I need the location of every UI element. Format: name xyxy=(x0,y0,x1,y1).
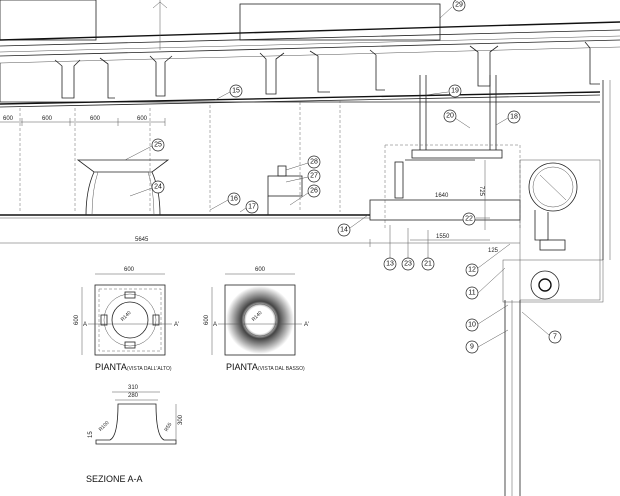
dim-gap-b: 1550 xyxy=(436,234,450,240)
plan1-width: 600 xyxy=(124,267,135,273)
callout-19: 19 xyxy=(425,84,462,98)
svg-text:19: 19 xyxy=(451,88,459,95)
svg-text:28: 28 xyxy=(310,159,318,166)
section-left-dim: 15 xyxy=(88,431,94,438)
callout-10: 10 xyxy=(465,304,509,332)
section-mark-a-left-1: A xyxy=(83,322,87,328)
callout-26: 26 xyxy=(289,184,321,206)
plan1-radius: R140 xyxy=(120,310,133,323)
dimension-row-top: 600 600 600 600 xyxy=(0,116,166,126)
vertical-hangers xyxy=(19,100,341,212)
callout-12: 12 xyxy=(465,243,511,277)
section-title: SEZIONE A-A xyxy=(86,474,143,484)
callout-7: 7 xyxy=(521,311,562,344)
section-a-a: 310 280 300 15 R100 R55 SEZIONE A-A xyxy=(86,385,184,484)
callout-15: 15 xyxy=(214,84,243,101)
dim-gap-d: 125 xyxy=(488,248,499,254)
dim-span-d: 600 xyxy=(137,116,148,122)
section-radius-left: R100 xyxy=(98,420,111,433)
svg-text:25: 25 xyxy=(154,142,162,149)
section-height-dim: 300 xyxy=(178,414,184,425)
beam-ribs xyxy=(0,41,601,108)
callout-23: 23 xyxy=(401,228,415,271)
callout-11: 11 xyxy=(465,267,506,300)
dim-span-c: 600 xyxy=(90,116,101,122)
callout-20: 20 xyxy=(443,109,471,129)
svg-text:11: 11 xyxy=(468,290,475,297)
svg-text:18: 18 xyxy=(510,114,518,121)
dim-span-b: 600 xyxy=(42,116,53,122)
section-mark-a-right-2: A' xyxy=(304,322,309,328)
svg-text:16: 16 xyxy=(230,196,238,203)
svg-text:9: 9 xyxy=(470,344,474,351)
plan2-width: 600 xyxy=(255,267,266,273)
svg-text:7: 7 xyxy=(553,334,557,341)
svg-text:24: 24 xyxy=(154,184,162,191)
callout-16: 16 xyxy=(209,192,241,211)
callout-18: 18 xyxy=(495,110,521,126)
callout-27: 27 xyxy=(285,169,321,183)
dim-span-a: 600 xyxy=(3,116,14,122)
callout-13: 13 xyxy=(383,225,397,271)
svg-text:23: 23 xyxy=(404,261,412,268)
svg-text:12: 12 xyxy=(468,267,476,274)
plan-view-bottom: 600 600 R140 A A' PIANTA (VISTA DAL BASS… xyxy=(204,267,309,372)
callout-29: 29 xyxy=(439,0,466,19)
callout-21: 21 xyxy=(421,230,435,271)
plan2-height: 600 xyxy=(204,314,210,325)
svg-text:15: 15 xyxy=(232,88,240,95)
plan2-title: PIANTA xyxy=(226,362,258,372)
svg-text:26: 26 xyxy=(310,188,318,195)
svg-text:13: 13 xyxy=(386,261,394,268)
svg-text:20: 20 xyxy=(446,113,454,120)
plan-view-top: 600 600 R140 A A' PIANTA (VISTA DALL'ALT… xyxy=(74,267,179,372)
dim-gap-a: 1640 xyxy=(435,193,449,199)
callout-14: 14 xyxy=(337,214,369,237)
dim-gap-c: 725 xyxy=(478,186,484,197)
plan1-subtitle: (VISTA DALL'ALTO) xyxy=(127,366,172,372)
north-marker xyxy=(152,0,168,50)
dimension-total: 5645 xyxy=(0,237,520,247)
callout-17: 17 xyxy=(239,200,259,214)
section-inner-dim: 280 xyxy=(128,393,139,399)
section-top-dim: 310 xyxy=(128,385,139,391)
svg-text:10: 10 xyxy=(468,322,476,329)
callout-9: 9 xyxy=(465,329,509,354)
svg-text:21: 21 xyxy=(424,261,432,268)
callout-25: 25 xyxy=(124,138,165,161)
plan1-title: PIANTA xyxy=(95,362,127,372)
svg-text:29: 29 xyxy=(455,2,463,9)
small-fixture xyxy=(267,165,303,215)
section-mark-a-left-2: A xyxy=(213,322,217,328)
plan1-height: 600 xyxy=(74,314,80,325)
roof-structure xyxy=(0,0,620,64)
callout-24: 24 xyxy=(129,180,165,197)
section-radius-right: R55 xyxy=(164,422,174,433)
dimension-row-mid: 1640 1550 125 xyxy=(370,193,520,254)
dim-total: 5645 xyxy=(135,237,149,243)
svg-text:22: 22 xyxy=(465,216,473,223)
svg-text:17: 17 xyxy=(248,204,256,211)
svg-text:14: 14 xyxy=(340,227,348,234)
callout-22: 22 xyxy=(462,212,490,226)
callout-28: 28 xyxy=(285,155,321,171)
section-mark-a-right-1: A' xyxy=(174,322,179,328)
plan2-subtitle: (VISTA DAL BASSO) xyxy=(258,366,305,372)
cylinder-duct xyxy=(502,80,611,496)
svg-text:27: 27 xyxy=(310,173,318,180)
